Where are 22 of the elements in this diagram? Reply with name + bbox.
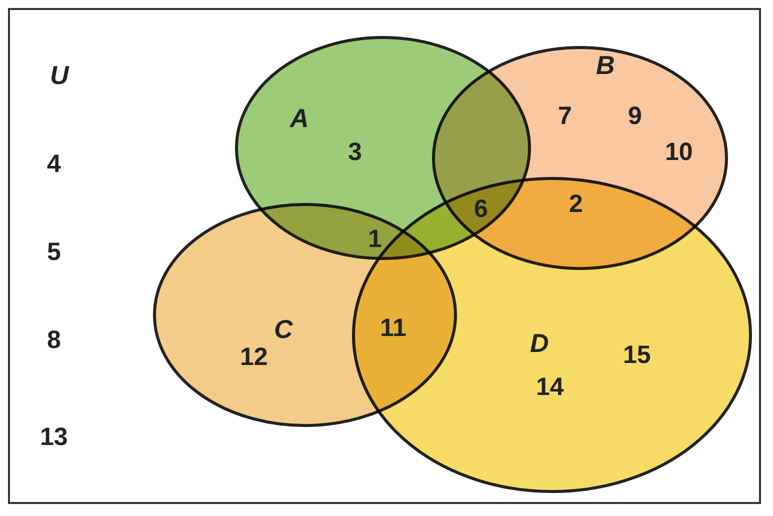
element-number: 8: [47, 328, 61, 353]
element-number: 15: [623, 343, 651, 368]
set-label: B: [596, 52, 615, 78]
universe-frame: [8, 8, 761, 504]
set-label: A: [290, 105, 309, 131]
element-number: 2: [569, 192, 583, 217]
element-number: 12: [240, 345, 268, 370]
element-number: 5: [47, 240, 61, 265]
element-number: 3: [348, 140, 362, 165]
element-number: 10: [665, 140, 693, 165]
element-number: 4: [47, 152, 61, 177]
set-label: D: [530, 330, 549, 356]
set-label: C: [274, 316, 293, 342]
element-number: 7: [558, 104, 572, 129]
element-number: 6: [474, 197, 488, 222]
element-number: 9: [628, 104, 642, 129]
element-number: 13: [40, 425, 68, 450]
element-number: 1: [368, 227, 382, 252]
set-label: U: [50, 62, 69, 88]
set-ellipse: [352, 177, 752, 493]
element-number: 11: [380, 316, 406, 341]
element-number: 14: [536, 375, 564, 400]
